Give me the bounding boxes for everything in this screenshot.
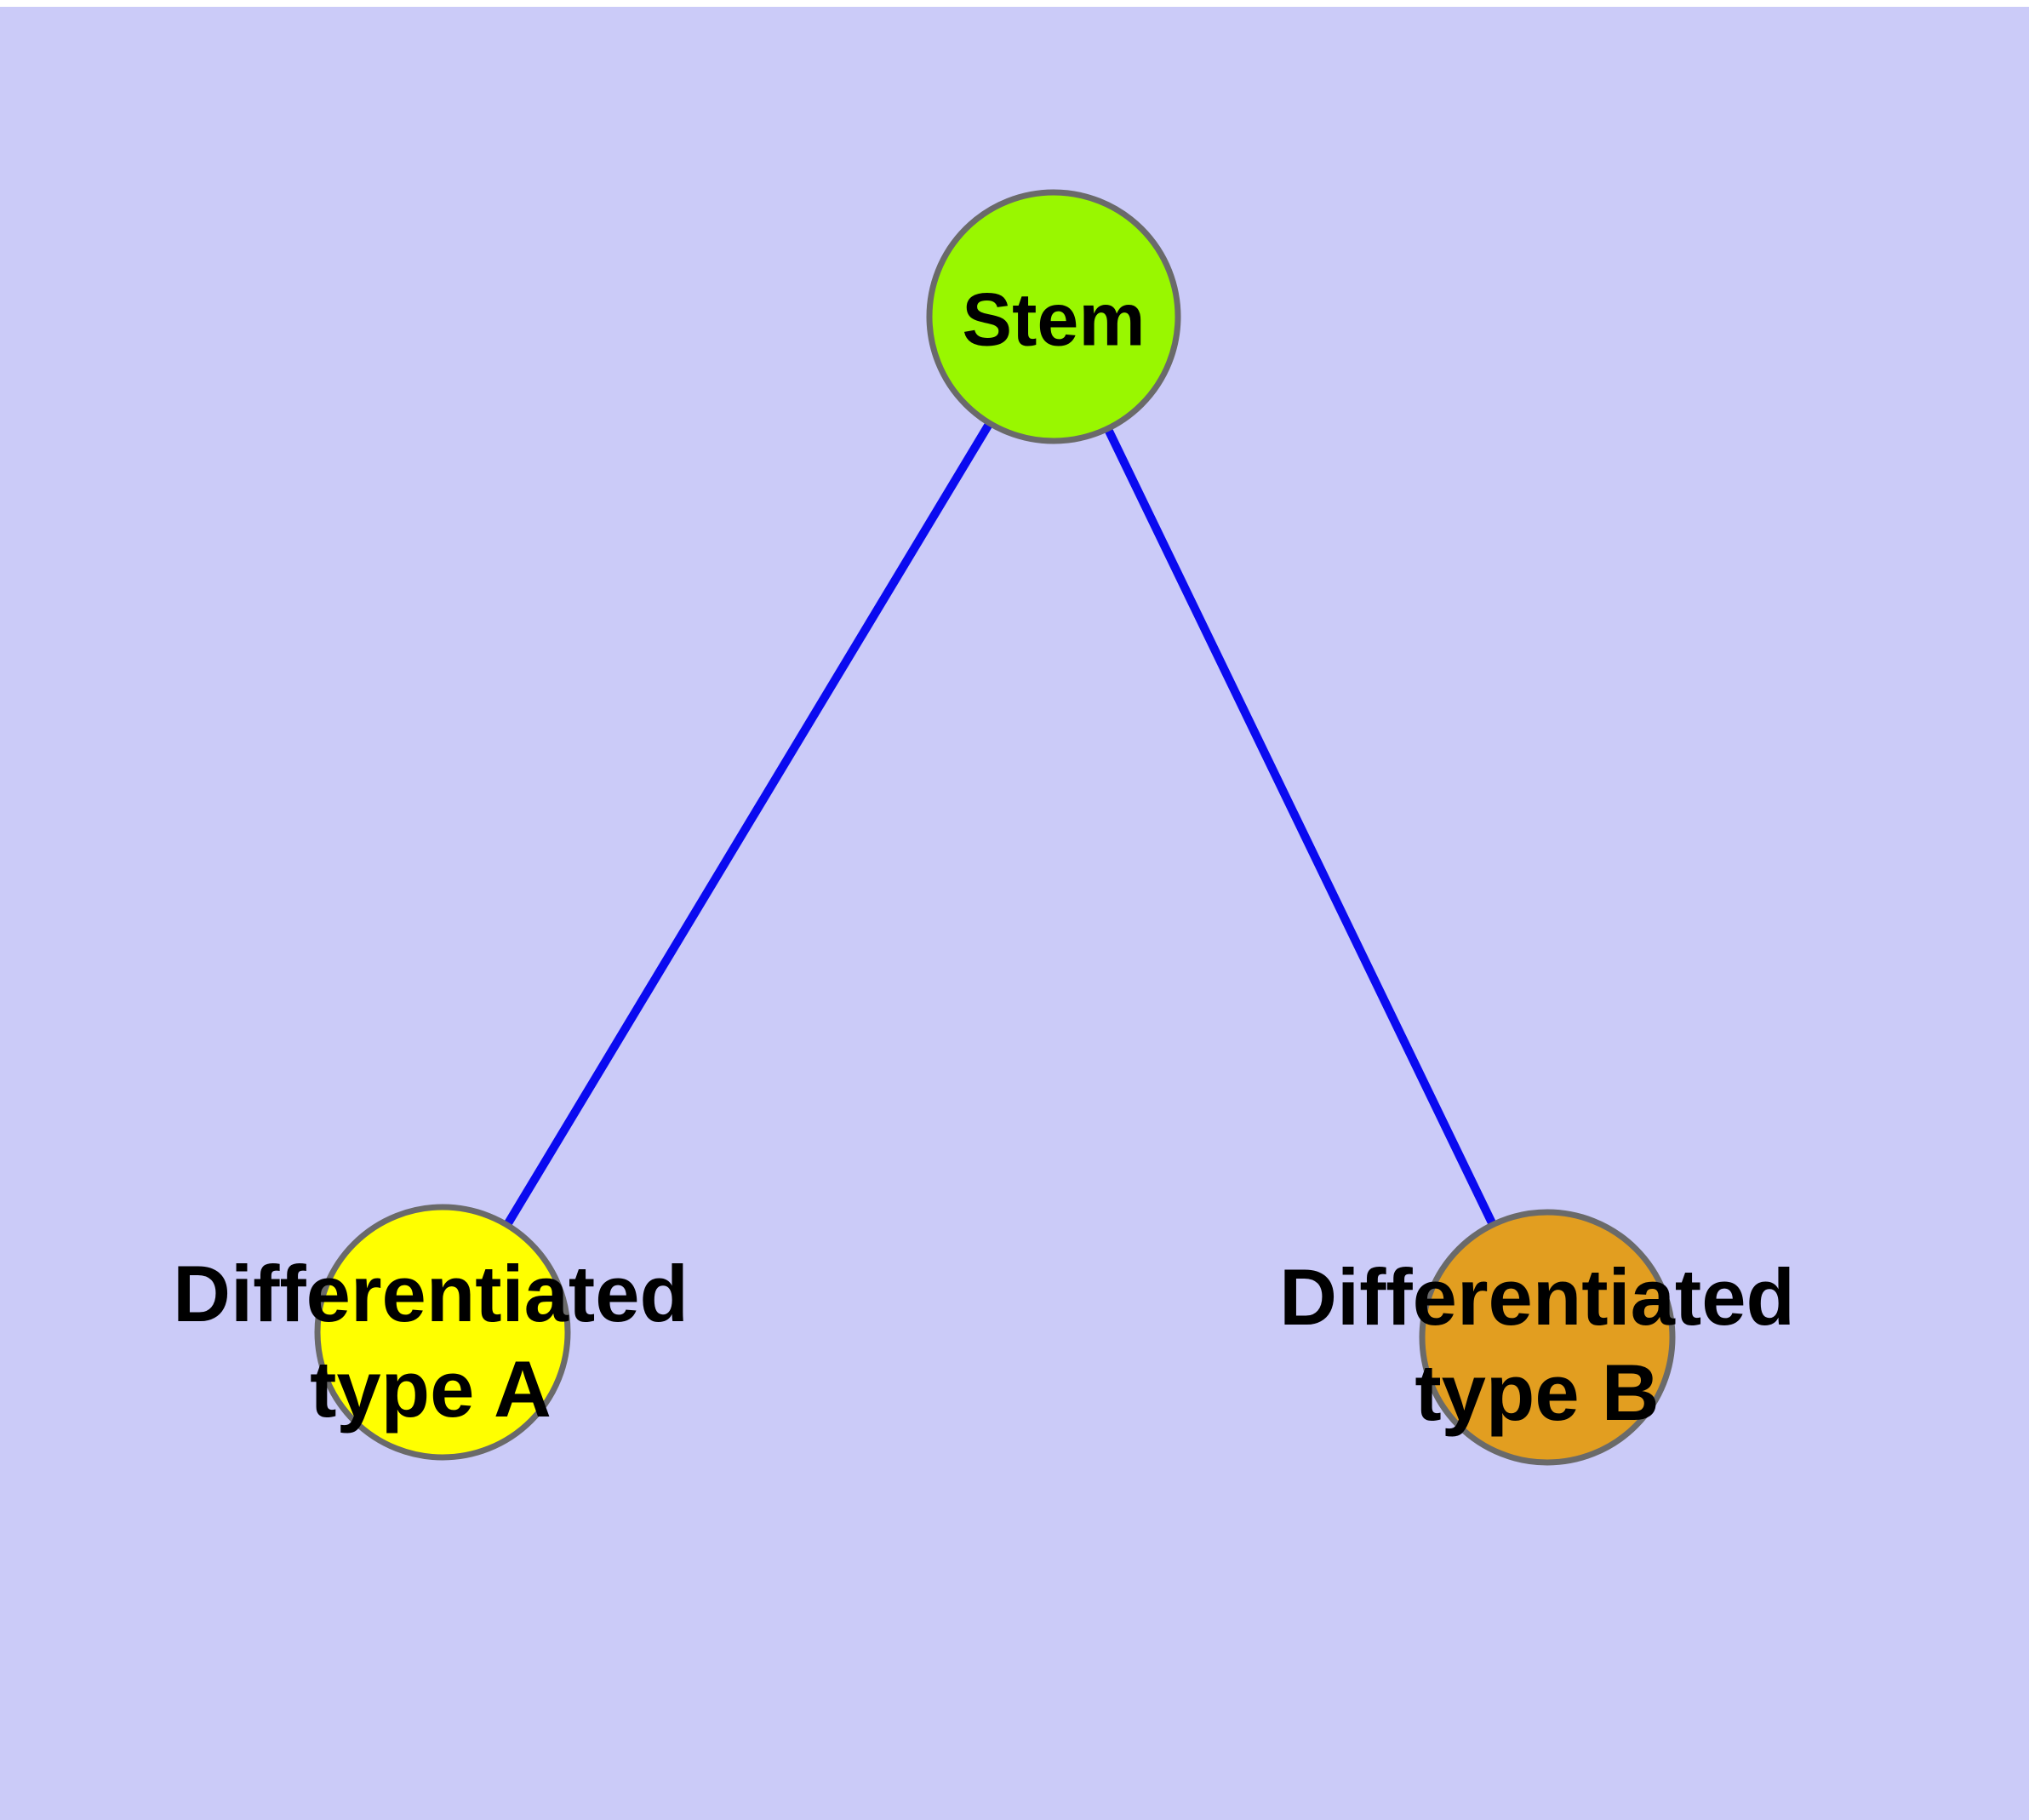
edge-stem-diff-a xyxy=(438,314,1058,1335)
node-label-diff-a: Differentiated type A xyxy=(173,1246,689,1437)
node-label-line: Differentiated xyxy=(1279,1252,1795,1342)
node-label-line: type A xyxy=(310,1344,552,1434)
node-circle-stem xyxy=(926,189,1181,444)
node-label-diff-b: Differentiated type B xyxy=(1279,1250,1795,1440)
node-circle-diff-b xyxy=(1419,1209,1676,1466)
edge-stem-diff-b xyxy=(1049,314,1552,1340)
node-label-line: type B xyxy=(1415,1348,1660,1437)
node-circle-diff-a xyxy=(314,1204,571,1461)
node-label-line: Differentiated xyxy=(173,1249,689,1339)
node-label-stem: Stem xyxy=(962,276,1145,365)
node-label-line: Stem xyxy=(962,277,1146,362)
